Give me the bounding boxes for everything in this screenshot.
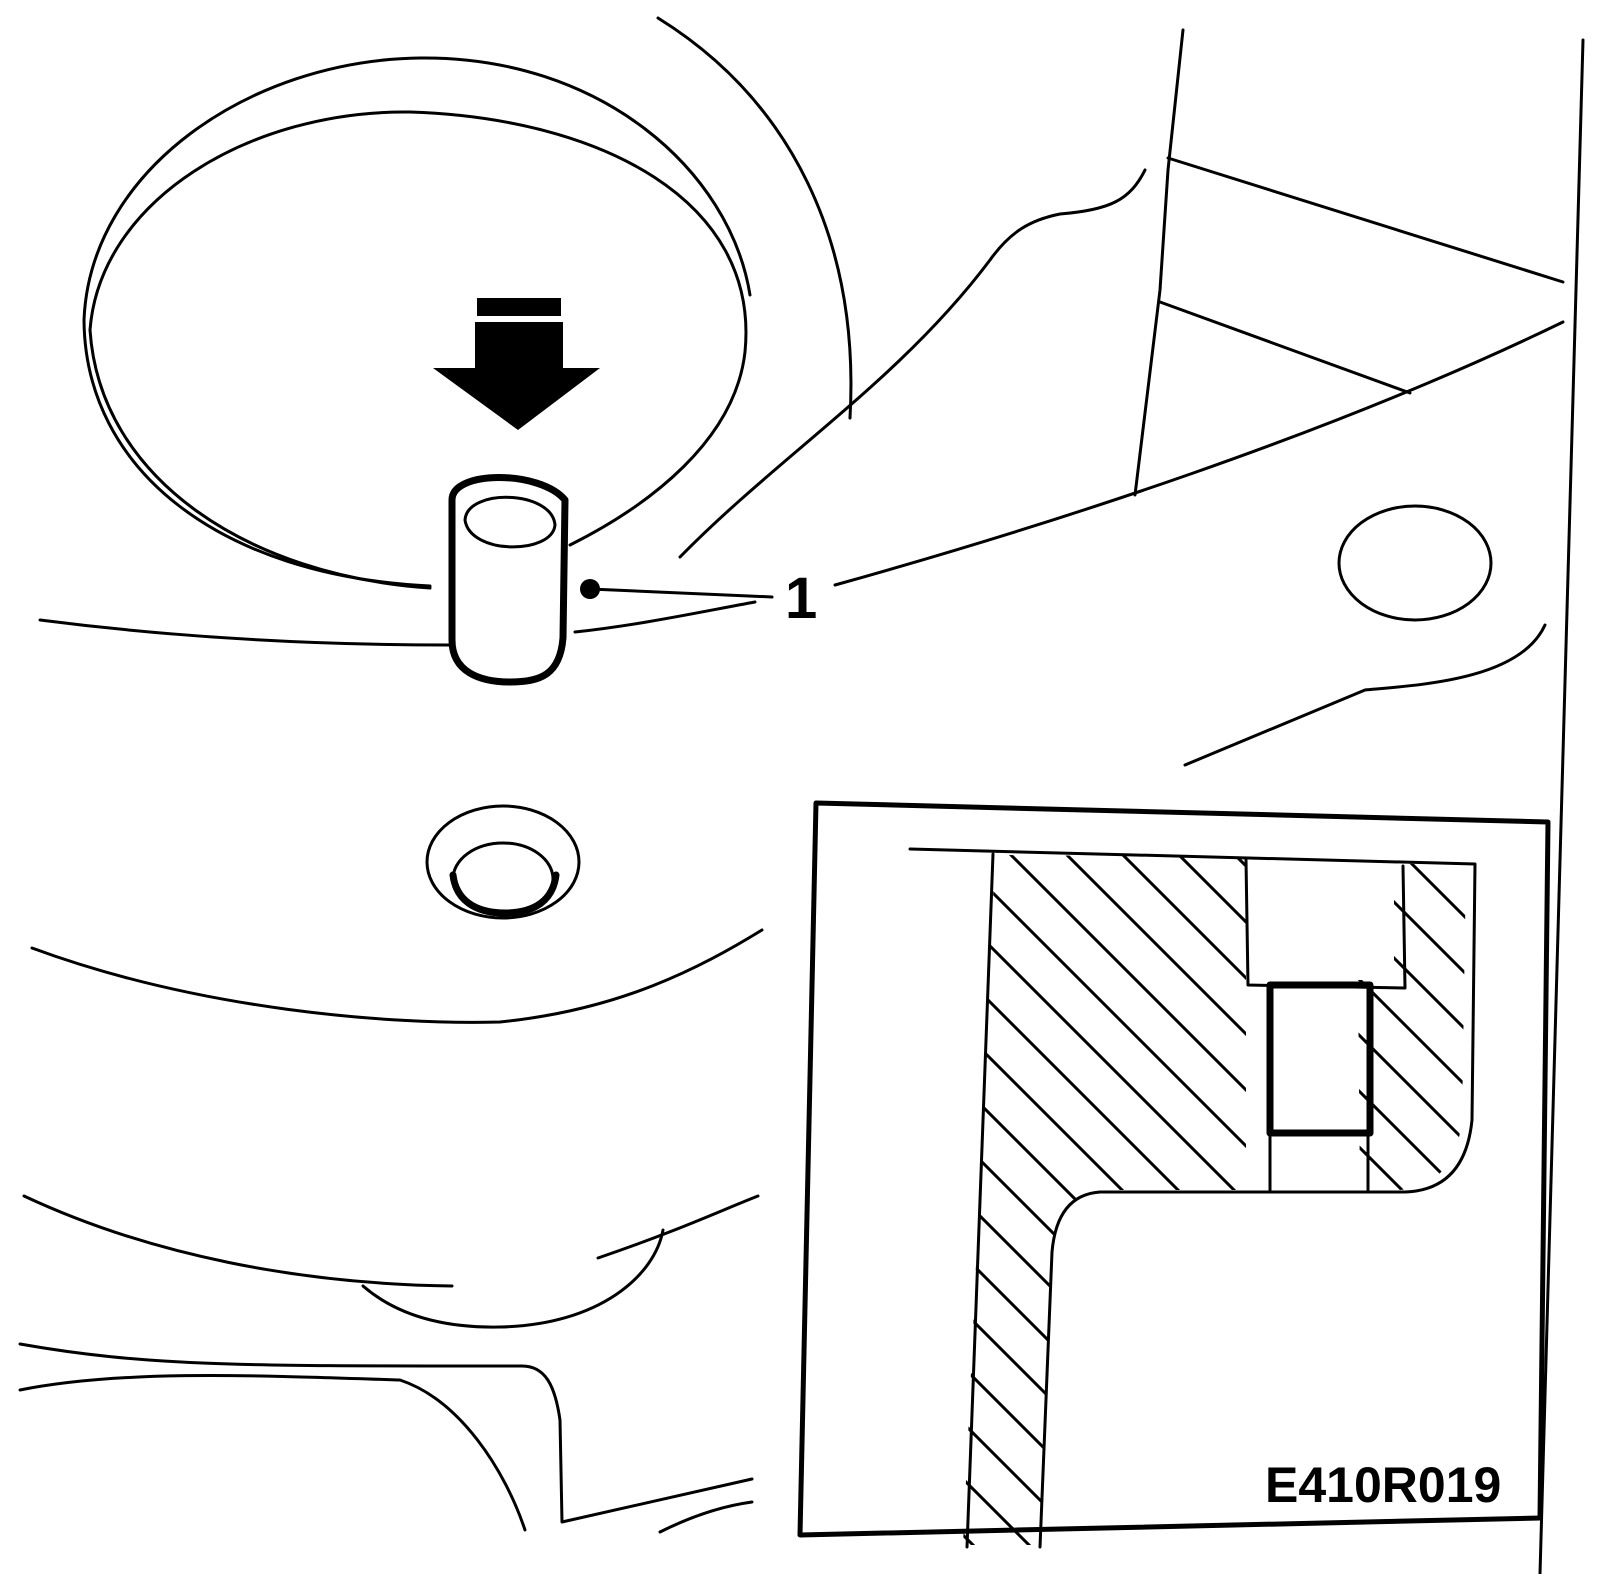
hatch-line bbox=[80, 820, 840, 1574]
figure-code: E410R019 bbox=[1265, 1457, 1501, 1513]
hatch-line bbox=[1086, 855, 1466, 1545]
hatch-line bbox=[0, 820, 672, 1574]
hatch-line bbox=[963, 855, 1346, 1545]
hatch-line bbox=[0, 820, 728, 1574]
hatch-line bbox=[1592, 820, 1600, 1574]
hatch-line bbox=[136, 820, 896, 1574]
callout-1: 1 bbox=[580, 566, 817, 631]
hatch-line bbox=[963, 855, 1290, 1545]
section-inset: E410R019 bbox=[0, 800, 1600, 1574]
hatch-line bbox=[192, 820, 952, 1574]
hatch-line bbox=[963, 855, 1178, 1545]
casting-outline bbox=[18, 16, 1585, 1574]
hatch-line bbox=[24, 820, 784, 1574]
hatch-line bbox=[963, 855, 1234, 1545]
hatch-line bbox=[0, 820, 560, 1574]
dowel-pin bbox=[448, 474, 569, 686]
section-dowel-pin bbox=[1266, 981, 1374, 1137]
hatch-line bbox=[963, 855, 1122, 1545]
hatch-line bbox=[963, 855, 1010, 1545]
press-arrow-icon bbox=[433, 298, 600, 430]
callout-number: 1 bbox=[785, 566, 817, 631]
hatch-line bbox=[0, 820, 616, 1574]
hatch-line bbox=[963, 855, 1066, 1545]
hatch-line bbox=[1310, 855, 1466, 1545]
